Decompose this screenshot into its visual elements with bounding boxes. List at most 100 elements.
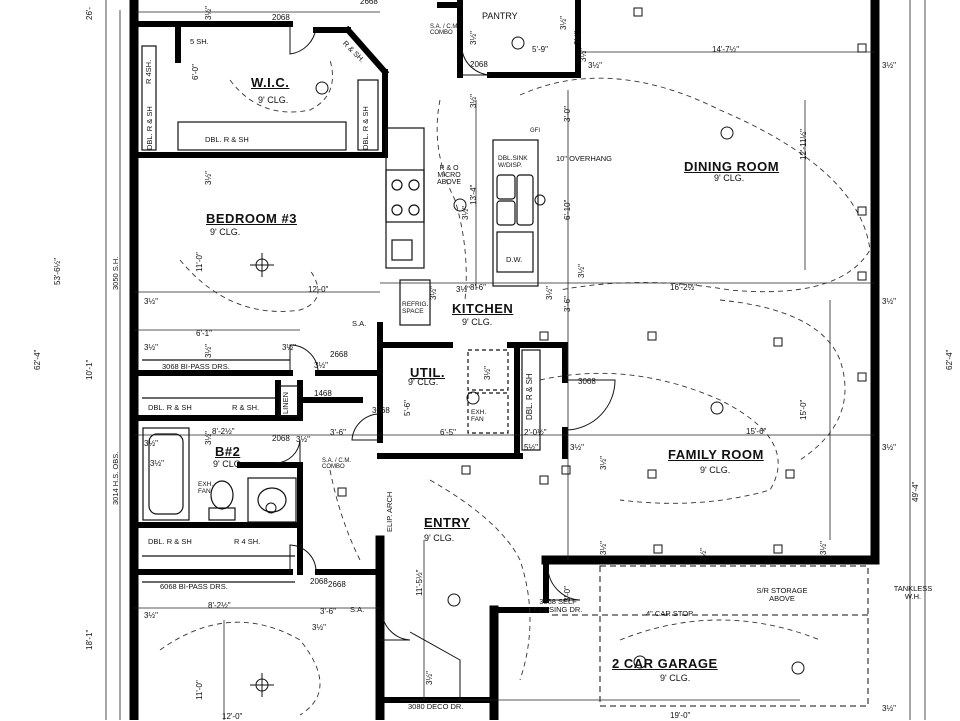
dim-half-9: 3½" [204,344,213,358]
dim-half-26: 3½" [469,31,478,45]
note-sa-2: S.A. [350,605,365,614]
dim-16-2: 16'-2½" [670,283,698,292]
dim-half-10: 3½" [282,343,296,352]
note-r-micro: R & O MICRO ABOVE [436,165,462,186]
dim-half-4: 3½" [588,61,602,70]
note-tankless: TANKLESS W.H. [893,584,933,601]
room-label-wic: W.I.C. [251,75,290,90]
dim-3068-a: 3068 [372,406,390,415]
dim-3-6-a: 3'-6" [563,296,572,312]
note-r-sh-1: R & SH. [232,403,260,412]
dim-5-9: 5'-9" [532,45,548,54]
dim-half-30: 3½" [314,361,328,370]
dim-12-11: 12'-11½" [799,129,808,160]
ceiling-label-family: 9' CLG. [700,465,731,475]
note-refrig: REFRIG. SPACE [402,301,429,315]
dim-half-28: 3½" [882,704,896,713]
dim-2068-b: 2068 [470,60,488,69]
dim-half-27: 3½" [577,264,586,278]
room-label-util: UTIL. [410,365,445,380]
note-self-closing: 3068 SELF CLOSING DR. [533,597,583,614]
dim-half-13: 5½" [524,443,538,452]
note-r-sh-a: R 4SH. [144,59,153,84]
dim-half-3: 3½" [559,16,568,30]
dim-12-0-a: 12'-0" [308,285,329,294]
dim-half-11: 3½" [456,285,470,294]
dim-half-15: 3½" [882,443,896,452]
dim-half-25: 3½" [573,31,582,45]
dim-8-2-a: 8'-2½" [212,427,235,436]
fixtures [141,45,541,583]
dim-half-21: 3½" [312,623,326,632]
dim-half-19: 3½" [819,541,828,555]
dim-half-29: 3½" [483,366,492,380]
ceiling-label-bedroom-3: 9' CLG. [210,227,241,237]
dim-62-4-left: 62'-4" [33,349,42,370]
ceiling-label-dining: 9' CLG. [714,173,745,183]
dim-11-0-b: 11'-0" [195,680,204,700]
note-dbl-r-sh-5: DBL. R & SH [525,373,534,420]
note-deco-dr: 3080 DECO DR. [408,702,464,711]
dim-half-16: 3½" [144,439,158,448]
ceiling-label-kitchen: 9' CLG. [462,317,493,327]
room-label-dining: DINING ROOM [684,159,780,174]
dim-15-6: 15'-6" [746,427,767,436]
note-sa-cm-combo-2: S.A. / C.M. COMBO [322,458,352,470]
wiring [159,59,871,716]
note-overhang: 10" OVERHANG [556,154,613,163]
dim-top-2668: 2668 [360,0,378,6]
note-elip-arch: ELIP. ARCH [385,491,394,532]
note-dbl-sink: DBL.SINK W/DISP. [498,155,528,169]
dim-2068-d: 2068 [310,577,328,586]
dim-half-23: 3½" [599,456,608,470]
dim-12-0-b: 12'-0" [222,712,243,721]
dim-11-5: 11'-5½" [415,569,424,596]
dim-half-1: 3½" [204,6,213,20]
room-label-garage: 2 CAR GARAGE [612,656,718,671]
door-swings [275,24,616,700]
dim-half-34: 3½" [579,48,588,62]
note-dbl-r-sh-1: DBL. R & SH [145,106,154,150]
dim-1468: 1468 [314,389,332,398]
dim-8-6: 8'-6" [470,283,486,292]
note-gfi: GFI [530,128,540,134]
dim-half-8: 3½" [144,343,158,352]
note-dbl-r-sh-2: DBL. R & SH [205,135,249,144]
dim-5-6: 5'-6" [403,400,412,416]
note-r-sh-2: R 4 SH. [234,537,261,546]
garage-storage-outline [552,565,870,707]
dim-half-2: 3½" [469,94,478,108]
dim-2-0: 2'-0½" [524,428,547,437]
dim-2668-a: 2668 [330,350,348,359]
dim-6-0: 6'-0" [191,64,200,80]
dim-half-36: 3½" [296,435,310,444]
dim-half-5: 3½" [882,61,896,70]
dim-2668-b: 2668 [328,580,346,589]
note-dbl-r-sh-6: DBL. R & SH [148,537,192,546]
dim-53-6: 53'-6½" [53,257,62,285]
room-label-pantry: PANTRY [482,11,518,21]
dim-half-6: 3½" [204,171,213,185]
note-sr-storage: S/R STORAGE ABOVE [756,586,808,603]
dim-3-0-b: 3'-0" [563,586,572,602]
dim-19-0: 19'-0" [670,711,691,720]
dim-6-1: 6'-1" [196,329,212,338]
dim-half-18: 3½" [599,541,608,555]
dim-3-6-b: 3'-6" [330,428,346,437]
note-dw: D.W. [506,255,523,264]
note-sh-3050: 3050 S.H. [111,256,120,290]
room-label-bedroom-3: BEDROOM #3 [206,211,297,226]
dim-half-12: 3½" [882,297,896,306]
dim-10-1: 10'-1" [85,359,94,380]
room-label-kitchen: KITCHEN [452,301,514,316]
room-label-family: FAMILY ROOM [668,447,764,462]
dim-half-31: 3½" [545,286,554,300]
note-dbl-r-sh-4: DBL. R & SH [148,403,192,412]
dim-49-4: 49'-4" [911,481,920,502]
note-five-sh: 5 SH. [190,37,209,46]
dim-half-20: 3½" [144,611,158,620]
note-bypass-2: 6068 BI-PASS DRS. [160,582,228,591]
dim-half-7: 3½" [144,297,158,306]
note-exh-fan-1: EXH. FAN [471,409,487,423]
